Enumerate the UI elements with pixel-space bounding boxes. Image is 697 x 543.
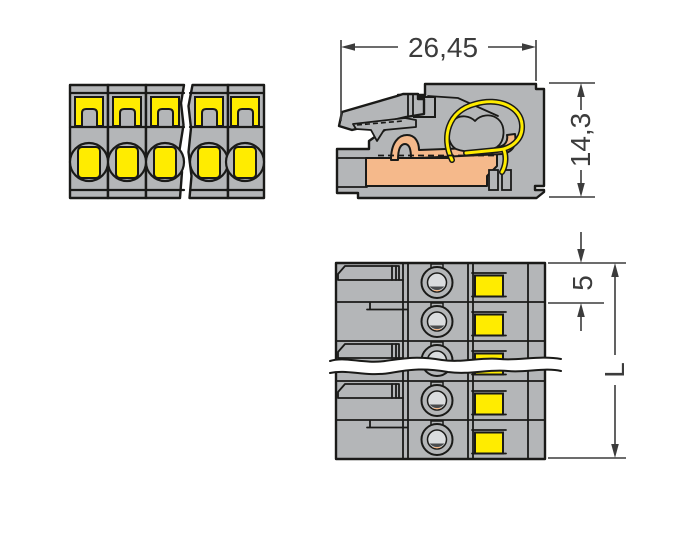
break-symbol [329, 356, 562, 376]
dim-length: L [548, 263, 630, 459]
dim-width-label: 26,45 [408, 32, 478, 63]
dim-pitch: 5 [548, 232, 626, 331]
spring-window [447, 114, 505, 153]
housing-post [501, 169, 512, 191]
dim-height-label: 14,3 [565, 113, 596, 168]
spring-wire [444, 98, 526, 175]
housing-post [488, 169, 499, 191]
dim-pitch-label: 5 [567, 275, 598, 291]
front-view [68, 83, 266, 200]
top-view [329, 261, 562, 461]
dim-length-label: L [599, 362, 630, 378]
dim-width: 26,45 [340, 32, 537, 121]
side-view [335, 82, 546, 200]
dim-height: 14,3 [549, 82, 596, 198]
